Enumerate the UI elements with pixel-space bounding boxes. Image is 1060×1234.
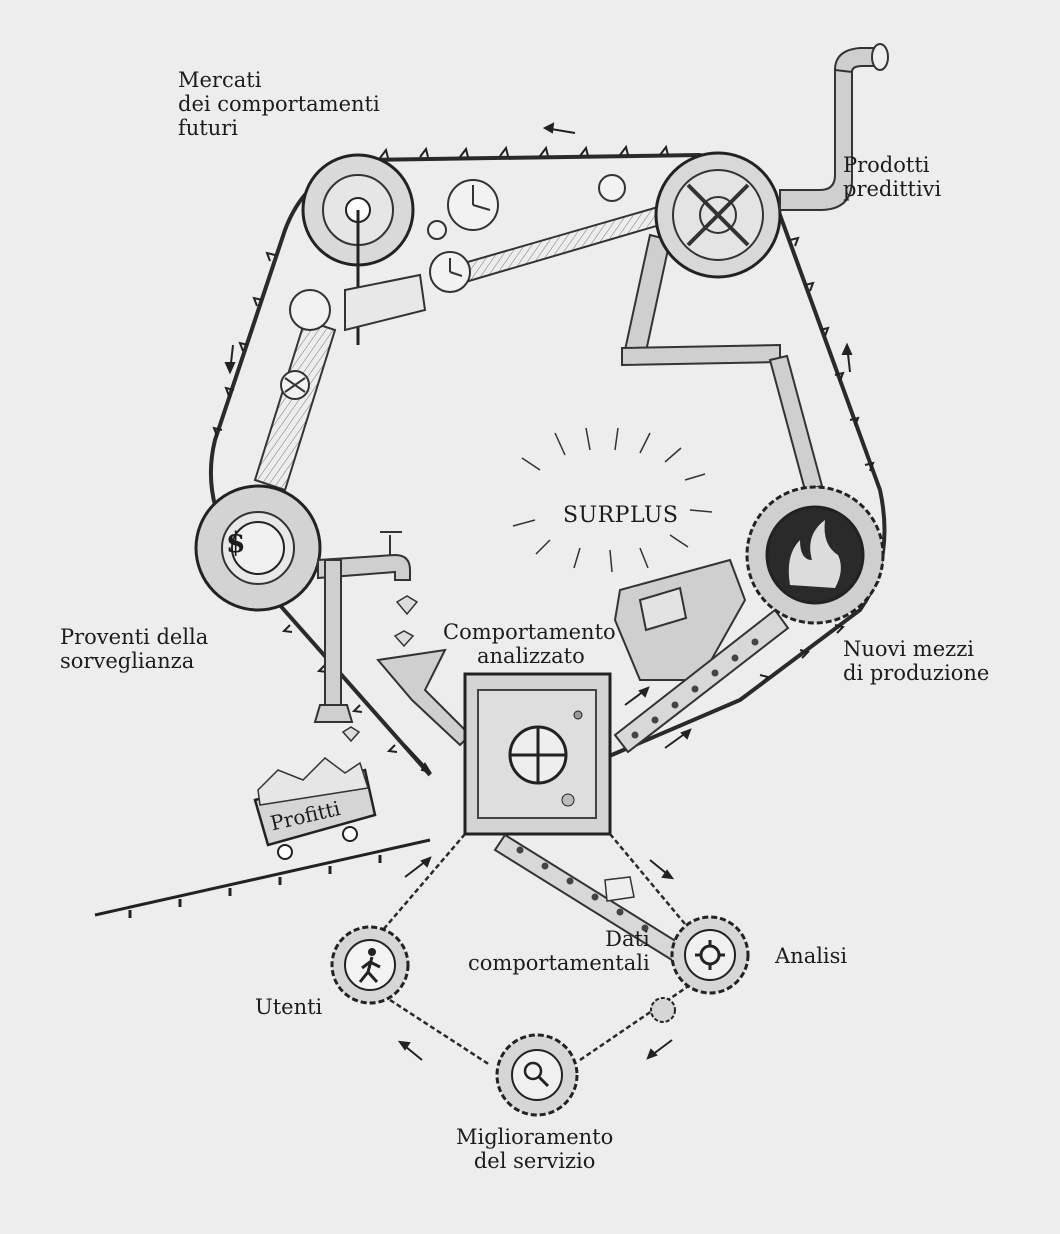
label-behavioural-data: Dati comportamentali [572,927,650,975]
users-gear [332,927,408,1003]
dollar-icon: $ [226,531,245,555]
tap-and-pipe [315,532,410,722]
label-line: Miglioramento [456,1125,613,1149]
label-line: Prodotti [843,153,941,177]
label-new-means-of-production: Nuovi mezzi di produzione [843,637,989,685]
safe-analyzed-behaviour [465,674,610,834]
label-line: Proventi della [60,625,208,649]
label-users: Utenti [255,995,322,1019]
label-analysis: Analisi [775,944,847,968]
label-surplus: SURPLUS [563,503,679,528]
label-service-improvement: Miglioramento del servizio [456,1125,613,1173]
label-line: di produzione [843,661,989,685]
label-line: Mercati [178,68,380,92]
label-line: predittivi [843,177,941,201]
label-analyzed-behaviour: Comportamento analizzato [443,620,616,668]
label-line: Dati [572,927,650,951]
fire-gear [747,487,883,623]
label-line: del servizio [456,1149,613,1173]
revenues-gear [196,486,320,610]
analysis-gear [651,917,748,1022]
label-line: Nuovi mezzi [843,637,989,661]
label-line: Comportamento [443,620,616,644]
label-line: dei comportamenti [178,92,380,116]
surplus-rays [513,428,712,572]
label-line: analizzato [443,644,616,668]
label-line: futuri [178,116,380,140]
predictive-products-gear [656,153,780,277]
label-future-behaviour-markets: Mercati dei comportamenti futuri [178,68,380,140]
label-surveillance-revenues: Proventi della sorveglianza [60,625,208,673]
label-predictive-products: Prodotti predittivi [843,153,941,201]
label-line: comportamentali [468,951,650,975]
label-line: sorveglianza [60,649,208,673]
mine-track [95,840,430,918]
service-improvement-gear [497,1035,577,1115]
